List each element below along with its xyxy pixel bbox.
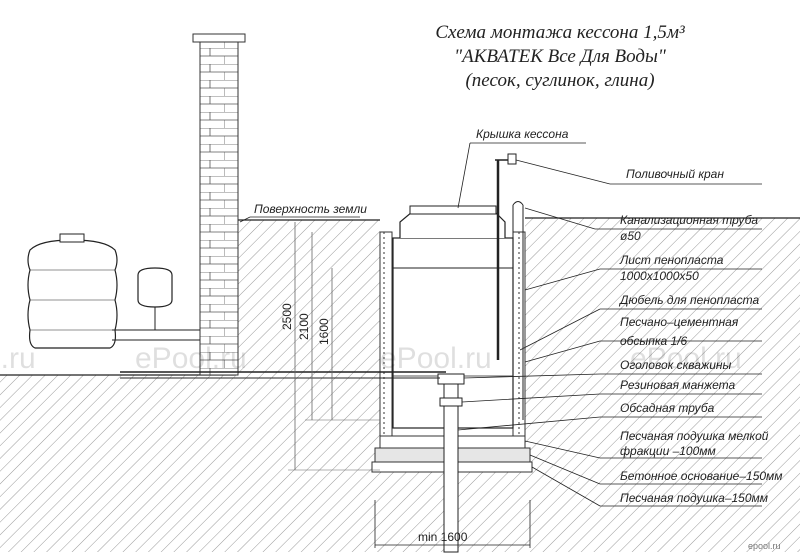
dimension-2100: 2100 [297,313,311,340]
dimension-1600: 1600 [317,318,331,345]
label-foam: Лист пенопласта [619,253,724,267]
diagram-title-line3: (песок, суглинок, глина) [465,70,655,91]
dimension-min-width: min 1600 [418,530,468,544]
label-sewer-diameter: ø50 [620,229,641,243]
leader-lines [239,142,762,507]
label-sand-fine: Песчаная подушка мелкой [620,429,769,443]
label-foam-size: 1000x1000x50 [620,269,699,283]
watermark-3: ePool.ru [380,342,492,375]
label-lid: Крышка кессона [476,127,569,141]
watermark-4: ePool.ru [630,342,742,375]
pressure-tank [112,267,200,341]
label-dowel: Дюбель для пенопласта [618,293,760,307]
dimension-lines [288,222,531,548]
label-surface: Поверхность земли [254,202,367,216]
watermark-2: ePool.ru [135,342,247,375]
site-logo: epool.ru [748,541,781,551]
label-plaster: Песчано–цементная [620,315,739,329]
label-sand-fine-size: фракции –100мм [620,444,716,458]
label-cuff: Резиновая манжета [620,378,736,392]
pipes [120,153,524,420]
dimension-2500: 2500 [280,303,294,330]
label-sewer-pipe: Канализационная труба [620,213,758,227]
house-wall [192,33,246,376]
label-concrete: Бетонное основание–150мм [620,469,783,483]
watermark-1: l.ru [0,342,36,375]
diagram-title-line2: "АКВАТЕК Все Для Воды" [454,46,666,67]
label-wellhead: Оголовок скважины [620,358,732,372]
ground-soil [0,217,800,552]
diagram-title-line1: Схема монтажа кессона 1,5м³ [435,22,685,43]
label-tap: Поливочный кран [626,167,724,181]
label-plaster-ratio: обсыпка 1/6 [620,334,688,348]
label-casing: Обсадная труба [620,401,715,415]
casing-pipe [437,373,465,553]
storage-tank [27,233,118,349]
label-sand-base: Песчаная подушка–150мм [620,491,768,505]
